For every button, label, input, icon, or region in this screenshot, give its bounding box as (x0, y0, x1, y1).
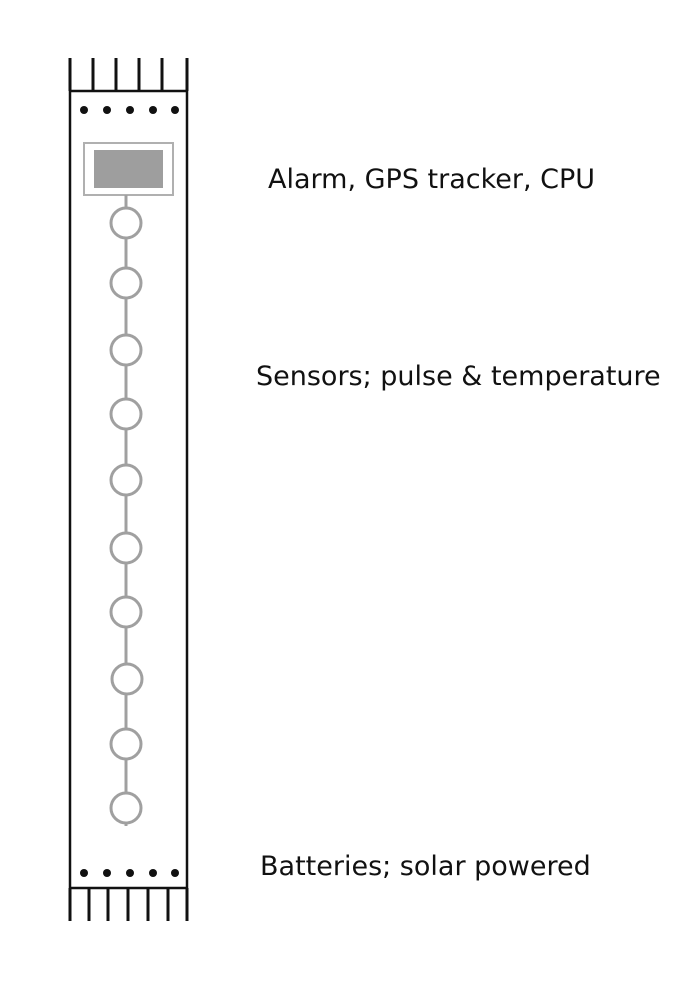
sensor-node (109, 727, 143, 761)
cpu-module-label: Alarm, GPS tracker, CPU (268, 164, 596, 195)
sensor-node (109, 463, 143, 497)
sensor-chain (109, 195, 144, 826)
bottom-dot (126, 869, 134, 877)
sensor-node (109, 595, 143, 629)
top-dot (103, 106, 111, 114)
bottom-prongs (68, 888, 189, 921)
bottom-dot (149, 869, 157, 877)
sensors-label: Sensors; pulse & temperature (256, 361, 661, 392)
display-module (83, 142, 174, 196)
batteries-label: Batteries; solar powered (260, 851, 591, 882)
top-dot (126, 106, 134, 114)
display-screen (94, 150, 163, 188)
top-prongs (68, 58, 189, 91)
bottom-dot (171, 869, 179, 877)
sensor-node (109, 397, 143, 431)
sensor-node (110, 662, 144, 696)
top-dots (80, 106, 179, 114)
bottom-dot (80, 869, 88, 877)
bottom-dot (103, 869, 111, 877)
sensor-node (109, 333, 143, 367)
top-dot (149, 106, 157, 114)
sensor-node (109, 531, 143, 565)
sensor-node (109, 791, 143, 825)
top-dot (80, 106, 88, 114)
top-dot (171, 106, 179, 114)
sensor-node (109, 206, 143, 240)
bottom-dots (80, 869, 179, 877)
sensor-node (109, 266, 143, 300)
